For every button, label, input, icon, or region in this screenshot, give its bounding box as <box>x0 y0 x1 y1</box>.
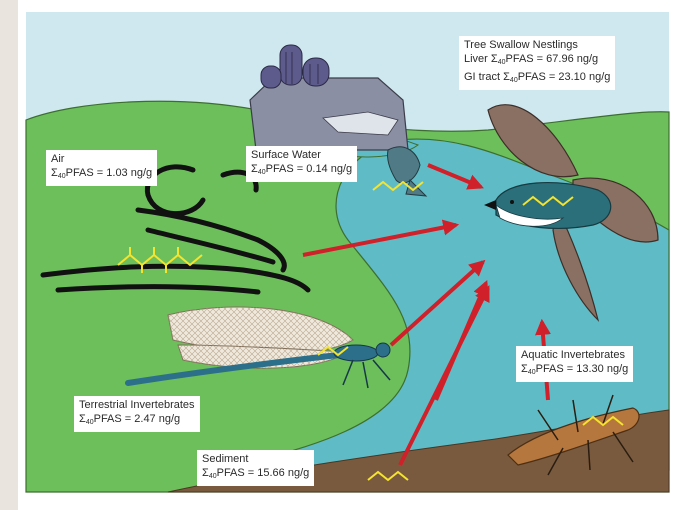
air-value: Σ40PFAS = 1.03 ng/g <box>51 166 152 184</box>
tree-swallow-liver: Liver Σ40PFAS = 67.96 ng/g <box>464 52 610 70</box>
label-surface-water: Surface Water Σ40PFAS = 0.14 ng/g <box>246 146 357 182</box>
label-tree-swallow: Tree Swallow Nestlings Liver Σ40PFAS = 6… <box>459 36 615 90</box>
aquatic-title: Aquatic Invertebrates <box>521 348 628 362</box>
aquatic-value: Σ40PFAS = 13.30 ng/g <box>521 362 628 380</box>
label-aquatic-invertebrates: Aquatic Invertebrates Σ40PFAS = 13.30 ng… <box>516 346 633 382</box>
tree-swallow-title: Tree Swallow Nestlings <box>464 38 610 52</box>
tree-swallow-gi-tract: GI tract Σ40PFAS = 23.10 ng/g <box>464 70 610 88</box>
label-air: Air Σ40PFAS = 1.03 ng/g <box>46 150 157 186</box>
sediment-title: Sediment <box>202 452 309 466</box>
air-title: Air <box>51 152 152 166</box>
label-terrestrial-invertebrates: Terrestrial Invertebrates Σ40PFAS = 2.47… <box>74 396 200 432</box>
surface-water-value: Σ40PFAS = 0.14 ng/g <box>251 162 352 180</box>
terrestrial-value: Σ40PFAS = 2.47 ng/g <box>79 412 195 430</box>
sediment-value: Σ40PFAS = 15.66 ng/g <box>202 466 309 484</box>
label-sediment: Sediment Σ40PFAS = 15.66 ng/g <box>197 450 314 486</box>
surface-water-title: Surface Water <box>251 148 352 162</box>
terrestrial-title: Terrestrial Invertebrates <box>79 398 195 412</box>
